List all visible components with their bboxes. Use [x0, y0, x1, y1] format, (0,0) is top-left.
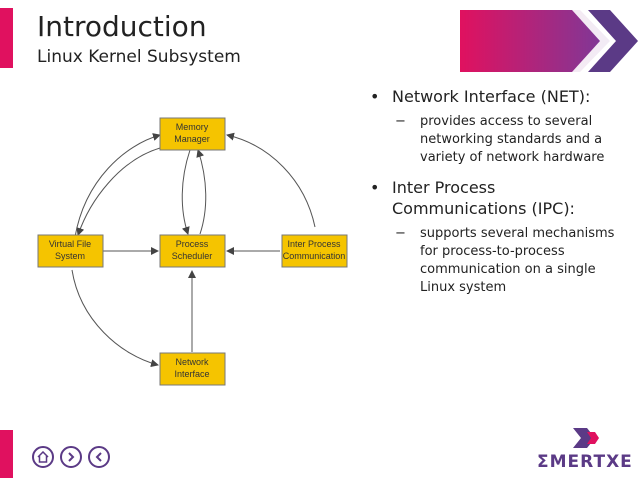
arrow-scheduler-to-memory	[196, 149, 207, 235]
dash-marker: −	[395, 114, 406, 129]
svg-text:System: System	[55, 251, 85, 261]
sub-bullet-net: − provides access to several networking …	[395, 113, 630, 167]
bullet-item-ipc: • Inter Process Communications (IPC):	[370, 177, 630, 219]
bullet-item-net: • Network Interface (NET):	[370, 86, 630, 107]
bullet-marker: •	[370, 178, 380, 197]
bullet-text: Inter Process Communications (IPC):	[392, 178, 575, 218]
arrow-memory-to-scheduler	[181, 149, 191, 235]
svg-text:Virtual File: Virtual File	[49, 239, 91, 249]
bullet-text: Network Interface (NET):	[392, 87, 591, 106]
home-button[interactable]	[32, 446, 54, 468]
node-network-interface: Network Interface	[159, 352, 226, 386]
home-icon	[37, 451, 49, 463]
chevron-left-icon	[95, 452, 102, 462]
kernel-subsystem-diagram: Memory Manager Virtual File System Proce…	[37, 117, 348, 386]
next-button[interactable]	[60, 446, 82, 468]
bullet-list: • Network Interface (NET): − provides ac…	[370, 86, 630, 307]
slide-navigation	[32, 446, 110, 468]
svg-text:Communication: Communication	[283, 251, 346, 261]
brand-logo-mark	[573, 428, 599, 448]
svg-text:Process: Process	[176, 239, 209, 249]
footer-accent-bar	[0, 430, 13, 478]
title-accent-bar	[0, 8, 13, 68]
previous-button[interactable]	[88, 446, 110, 468]
svg-text:Scheduler: Scheduler	[172, 251, 213, 261]
chevron-right-icon	[68, 452, 75, 462]
dash-marker: −	[395, 226, 406, 241]
bullet-marker: •	[370, 87, 380, 106]
arrow-ipc-to-memory	[226, 132, 316, 228]
sub-bullet-ipc: − supports several mechanisms for proces…	[395, 225, 630, 297]
brand-logo-text: ΣMERTXE	[537, 452, 633, 472]
sub-bullet-text: provides access to several networking st…	[420, 114, 605, 165]
svg-text:Inter Process: Inter Process	[287, 239, 341, 249]
header-chevrons-graphic	[460, 10, 638, 72]
svg-text:Interface: Interface	[174, 369, 209, 379]
arrow-memory-to-vfs	[76, 147, 161, 236]
node-inter-process-communication: Inter Process Communication	[281, 234, 348, 268]
slide-title: Introduction	[37, 10, 207, 43]
slide-subtitle: Linux Kernel Subsystem	[37, 47, 241, 67]
node-process-scheduler: Process Scheduler	[159, 234, 226, 268]
svg-text:Network: Network	[175, 357, 209, 367]
svg-text:Memory: Memory	[176, 122, 209, 132]
node-memory-manager: Memory Manager	[159, 117, 226, 151]
sub-bullet-text: supports several mechanisms for process-…	[420, 226, 615, 295]
svg-text:Manager: Manager	[174, 134, 210, 144]
node-virtual-file-system: Virtual File System	[37, 234, 104, 268]
arrow-vfs-to-network	[71, 269, 159, 368]
arrow-vfs-to-memory	[74, 133, 161, 238]
